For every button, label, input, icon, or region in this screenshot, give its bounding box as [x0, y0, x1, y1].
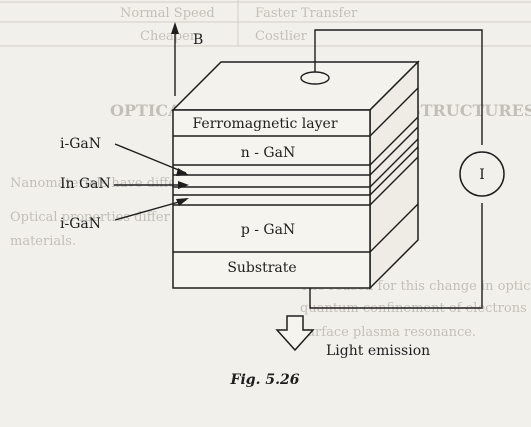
label-i-gan-lower: i-GaN — [60, 198, 189, 232]
bg-table-cell: Costlier — [255, 29, 308, 44]
magnetic-field-arrow: B — [171, 22, 203, 96]
layer-label-substrate: Substrate — [227, 260, 296, 276]
current-label: I — [479, 167, 485, 183]
bg-table-cell: Faster Transfer — [255, 6, 358, 21]
emission-label: Light emission — [326, 343, 430, 359]
block-front-face — [172, 109, 371, 289]
layer-label-ferromagnetic: Ferromagnetic layer — [192, 116, 337, 132]
side-layer-lines — [369, 87, 419, 253]
field-label: B — [193, 32, 203, 48]
front-layer-lines — [173, 135, 370, 253]
bg-table-cell: Normal Speed — [120, 6, 215, 21]
label-in-gan: In GaN — [60, 176, 189, 192]
svg-text:i-GaN: i-GaN — [60, 136, 101, 152]
label-i-gan-upper: i-GaN — [60, 136, 189, 176]
bg-paragraph-line: surface plasma resonance. — [300, 325, 476, 340]
layer-label-n-gan: n - GaN — [241, 145, 295, 161]
figure-caption: Fig. 5.26 — [230, 372, 300, 388]
svg-text:i-GaN: i-GaN — [60, 216, 101, 232]
layer-label-p-gan: p - GaN — [241, 222, 295, 238]
bg-table-cell: Cheaper — [140, 29, 197, 44]
light-emission-arrow: Light emission — [275, 315, 430, 359]
current-circuit: I — [309, 29, 505, 309]
bg-paragraph-line: materials. — [10, 234, 76, 249]
ammeter-circle — [459, 151, 505, 197]
svg-text:In GaN: In GaN — [60, 176, 111, 192]
